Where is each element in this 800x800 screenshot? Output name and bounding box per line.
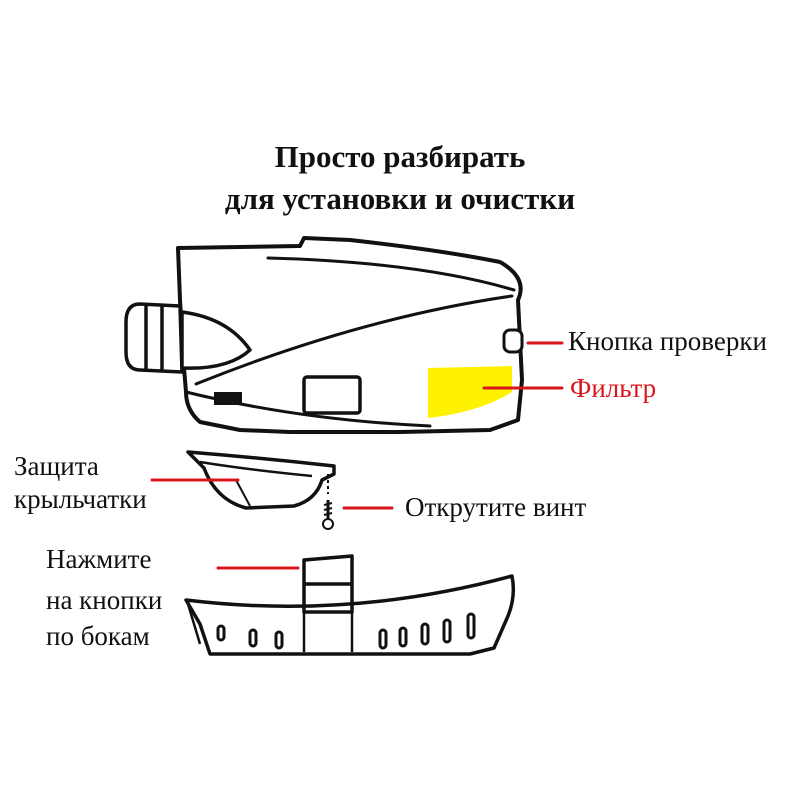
housing-window xyxy=(302,375,362,415)
screw-icon xyxy=(322,474,334,530)
label-impeller-guard-line2: крыльчатки xyxy=(14,484,147,514)
impeller-guard xyxy=(186,450,336,510)
housing-ridge xyxy=(266,256,516,292)
housing-outline xyxy=(176,236,524,434)
label-filter: Фильтр xyxy=(570,373,657,403)
label-press-line2: на кнопки xyxy=(46,585,163,615)
outlet-nozzle xyxy=(124,302,252,374)
strainer-outline xyxy=(184,574,516,656)
diagram-title-line1: Просто разбирать xyxy=(274,139,526,174)
label-impeller-guard-line1: Защита xyxy=(14,451,99,481)
test-button-icon xyxy=(502,328,524,354)
housing-seam xyxy=(194,294,514,386)
strainer-slots xyxy=(216,612,476,650)
filter-area xyxy=(428,366,512,418)
housing-indicator xyxy=(214,392,242,405)
leader-lines xyxy=(150,341,564,570)
diagram-title-line2: для установки и очистки xyxy=(224,181,576,216)
label-test-button: Кнопка проверки xyxy=(568,326,767,356)
base-strainer xyxy=(184,554,516,656)
label-press-line3: по бокам xyxy=(46,621,150,651)
label-unscrew: Открутите винт xyxy=(405,492,587,522)
label-press-line1: Нажмите xyxy=(46,544,152,574)
